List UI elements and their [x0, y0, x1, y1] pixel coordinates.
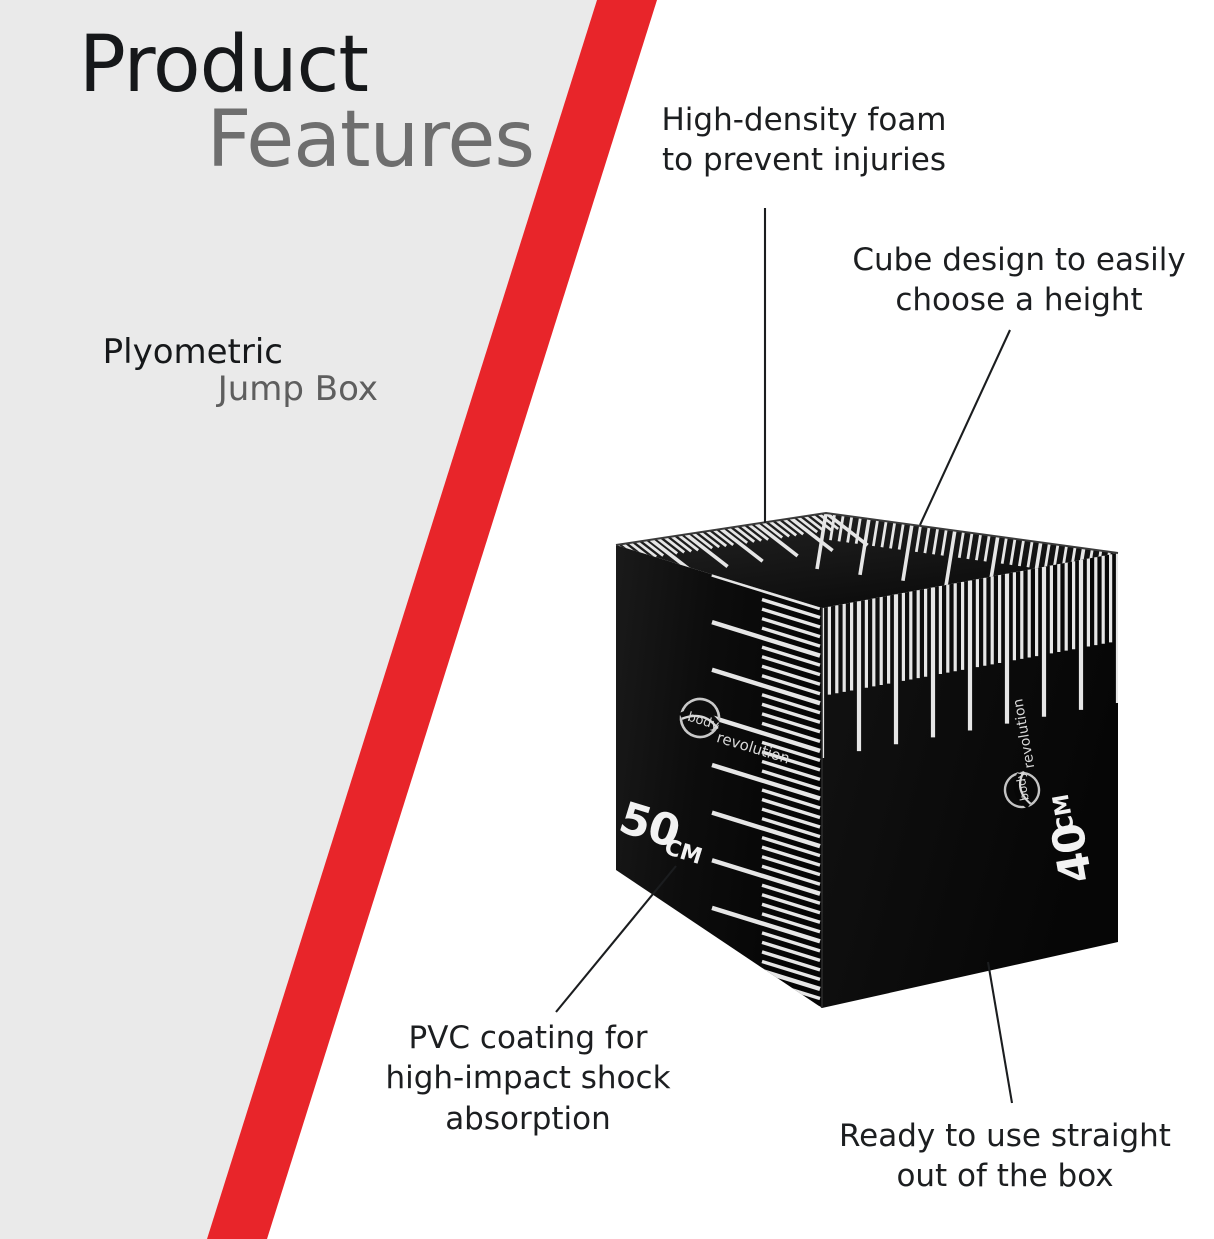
callout-pvc-coating: PVC coating for high-impact shock absorp…	[385, 1020, 671, 1137]
product-name-line-1: Plyometric	[102, 332, 283, 372]
page-title-line-1: Product	[78, 20, 369, 110]
product-name-line-2: Jump Box	[217, 369, 378, 410]
callout-high-density-foam: High-density foam to prevent injuries	[661, 102, 947, 179]
callout-ready-to-use: Ready to use straight out of the box	[839, 1118, 1171, 1195]
page-title-line-2: Features	[206, 94, 535, 185]
product-name: Plyometric Jump Box	[0, 332, 400, 410]
callout-cube-design: Cube design to easily choose a height	[852, 242, 1186, 319]
page-title: Product Features	[0, 20, 540, 185]
